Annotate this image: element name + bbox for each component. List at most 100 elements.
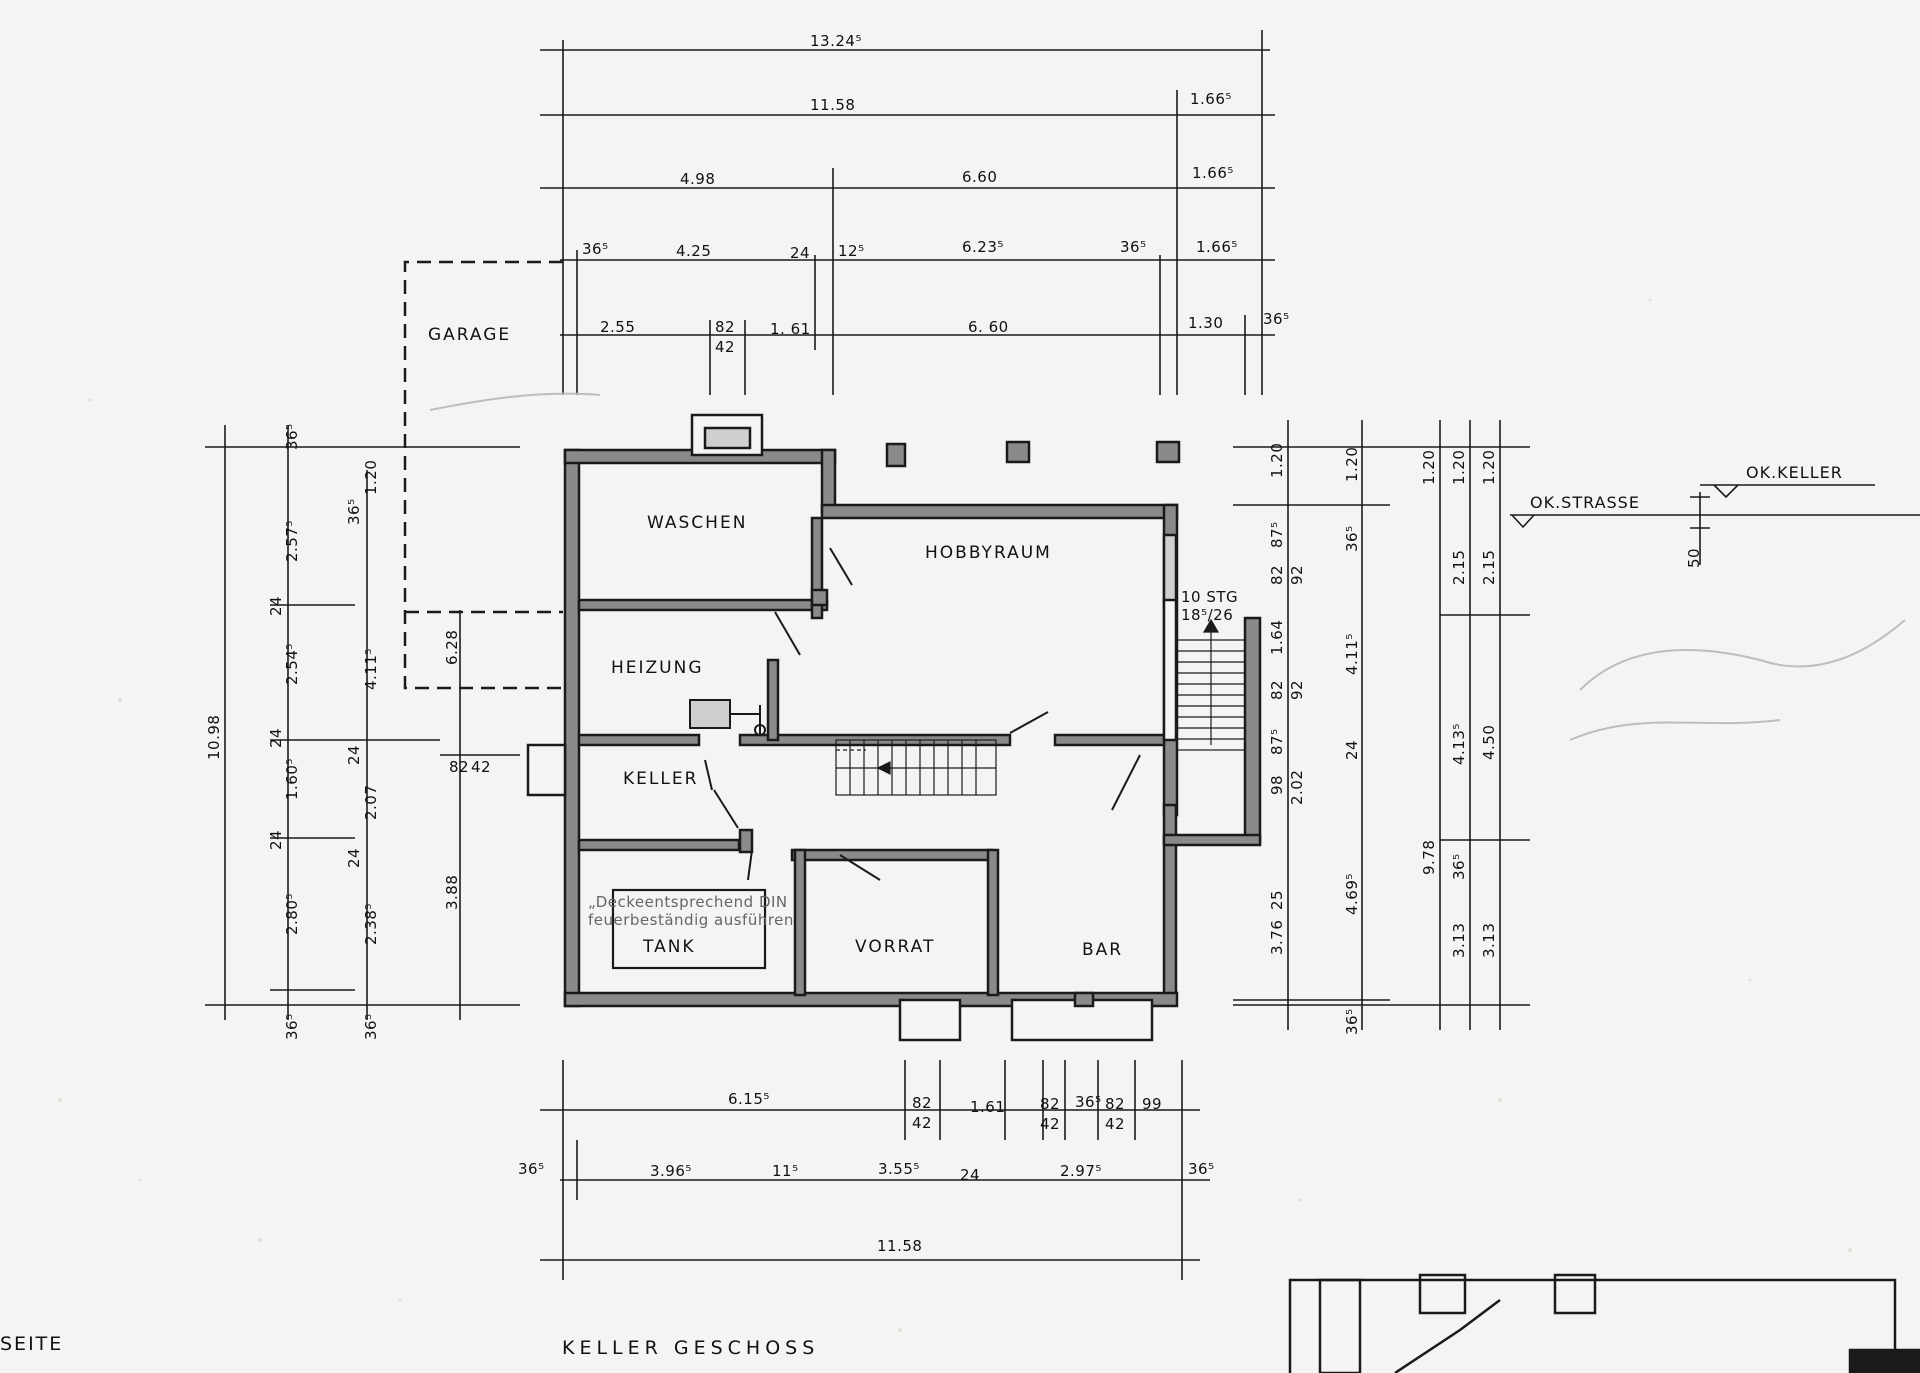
dim-left-c2: 82 [449, 758, 470, 776]
dim-top-row2-a: 11.58 [810, 96, 856, 114]
dim-right-a9: 25 [1268, 889, 1286, 910]
dim-top-row3-a: 4.98 [680, 170, 716, 188]
dim-top-row5-g: 36⁵ [1263, 310, 1290, 328]
dim-right-b7: 24 [1343, 739, 1361, 760]
tank-note-line-2: feuerbeständig ausführen [588, 911, 794, 929]
room-label-heizung: HEIZUNG [611, 658, 704, 678]
dimension-lines-bottom [540, 1060, 1210, 1280]
dim-bottom-row2-c: 11⁵ [772, 1162, 799, 1180]
dim-bottom-row1-g: 36⁵ [1075, 1093, 1102, 1111]
room-label-vorrat: VORRAT [855, 937, 936, 957]
level-ok-keller: OK.KELLER [1746, 463, 1843, 482]
dim-right-b6: 4.11⁵ [1343, 633, 1361, 675]
dim-left-b7: 36⁵ [345, 498, 363, 525]
dim-top-row2-b: 1.66⁵ [1190, 90, 1232, 108]
dim-top-row4-g: 1.66⁵ [1196, 238, 1238, 256]
dim-bottom-row1-j: 99 [1142, 1095, 1163, 1113]
staircase-right [1176, 618, 1246, 751]
level-ok-strasse: OK.STRASSE [1530, 493, 1640, 512]
dim-right-a3: 82 [1268, 564, 1286, 585]
dimension-lines-top [540, 30, 1275, 395]
dim-left-a3: 24 [267, 595, 285, 616]
drawing-title: KELLER GESCHOSS [562, 1337, 820, 1359]
dim-bottom-row1-f: 42 [1040, 1115, 1061, 1133]
dim-top-row4-c: 24 [790, 244, 811, 262]
dim-left-b4: 2.07 [362, 784, 380, 820]
dim-top-row5-c: 42 [715, 338, 736, 356]
door-swings [704, 547, 1141, 881]
dim-left-a2: 2.57⁵ [283, 520, 301, 562]
staircase-center [835, 739, 997, 796]
dim-top-row4-b: 4.25 [676, 242, 712, 260]
dim-right-d1: 1.20 [1450, 449, 1468, 485]
dim-left-b2: 4.11⁵ [362, 648, 380, 690]
dim-left-a6: 1.60⁵ [283, 758, 301, 800]
dim-left-a7: 24 [267, 829, 285, 850]
dim-left-c4: 3.88 [443, 874, 461, 910]
tank-note-line-1: „Deckeentsprechend DIN [588, 893, 788, 911]
dim-left-b6: 2.38⁵ [362, 903, 380, 945]
dim-bottom-row2-d: 3.55⁵ [878, 1160, 920, 1178]
window-wells [526, 413, 1178, 1042]
room-label-bar: BAR [1082, 940, 1124, 960]
dim-left-c3: 42 [471, 758, 492, 776]
dim-right-c1: 1.20 [1420, 449, 1438, 485]
dim-left-total: 10.98 [205, 714, 223, 760]
dim-bottom-row2-a: 36⁵ [518, 1160, 545, 1178]
dim-bottom-row1-b: 82 [912, 1094, 933, 1112]
dimension-lines-left [205, 425, 520, 1020]
dim-top-row3-c: 1.66⁵ [1192, 164, 1234, 182]
dim-left-a9: 36⁵ [283, 1013, 301, 1040]
dim-right-d5: 3.13 [1450, 922, 1468, 958]
dim-right-e2: 2.15 [1480, 549, 1498, 585]
dim-bottom-row1-c: 42 [912, 1114, 933, 1132]
dim-top-total: 13.24⁵ [810, 32, 862, 50]
paper-speckle [58, 298, 1852, 1332]
dim-left-c1: 6.28 [443, 629, 461, 665]
dim-left-b0: 36⁵ [362, 1013, 380, 1040]
dim-right-e1: 1.20 [1480, 449, 1498, 485]
level-markers [1510, 484, 1920, 565]
dim-bottom-row2-g: 36⁵ [1188, 1160, 1215, 1178]
dim-bottom-row1-e: 82 [1040, 1095, 1061, 1113]
garage-outline [403, 260, 563, 690]
dim-bottom-row1-d: 1.61 [970, 1098, 1006, 1116]
left-edge-label: SEITE [0, 1333, 64, 1355]
dim-right-d4: 36⁵ [1450, 853, 1468, 880]
dim-right-c2: 9.78 [1420, 839, 1438, 875]
room-label-keller: KELLER [623, 769, 699, 789]
dim-bottom-row2-f: 2.97⁵ [1060, 1162, 1102, 1180]
dim-right-e3: 4.50 [1480, 724, 1498, 760]
dim-top-row4-d: 12⁵ [838, 242, 865, 260]
dim-right-a8: 3.76 [1268, 919, 1286, 955]
tank-box [611, 888, 767, 970]
dimension-lines-right [1233, 420, 1530, 1030]
dim-right-b2: 92 [1288, 564, 1306, 585]
elevation-fragment [1288, 1273, 1920, 1373]
dim-top-row5-a: 2.55 [600, 318, 636, 336]
dim-bottom-total: 11.58 [877, 1237, 923, 1255]
dim-right-b3: 92 [1288, 679, 1306, 700]
dim-right-a6: 87⁵ [1268, 728, 1286, 755]
dim-top-row4-a: 36⁵ [582, 240, 609, 258]
dim-right-b8: 4.69⁵ [1343, 873, 1361, 915]
dim-right-b0: 36⁵ [1343, 1008, 1361, 1035]
boiler-symbol [689, 699, 766, 736]
dim-left-a5: 24 [267, 727, 285, 748]
room-label-garage: GARAGE [428, 325, 512, 345]
dim-top-row5-b: 82 [715, 318, 736, 336]
dim-left-b3: 24 [345, 744, 363, 765]
level-difference: 50 [1685, 547, 1703, 568]
dim-bottom-row2-e: 24 [960, 1166, 981, 1184]
dim-right-a4: 1.64 [1268, 619, 1286, 655]
dim-left-a4: 2.54⁵ [283, 643, 301, 685]
dim-top-row5-e: 6. 60 [968, 318, 1009, 336]
dim-bottom-row1-i: 42 [1105, 1115, 1126, 1133]
dim-right-a2: 87⁵ [1268, 521, 1286, 548]
dim-bottom-row2-b: 3.96⁵ [650, 1162, 692, 1180]
dim-left-a8: 2.80⁵ [283, 893, 301, 935]
dim-right-b4: 2.02 [1288, 769, 1306, 805]
dim-bottom-row1-a: 6.15⁵ [728, 1090, 770, 1108]
dim-top-row3-b: 6.60 [962, 168, 998, 186]
